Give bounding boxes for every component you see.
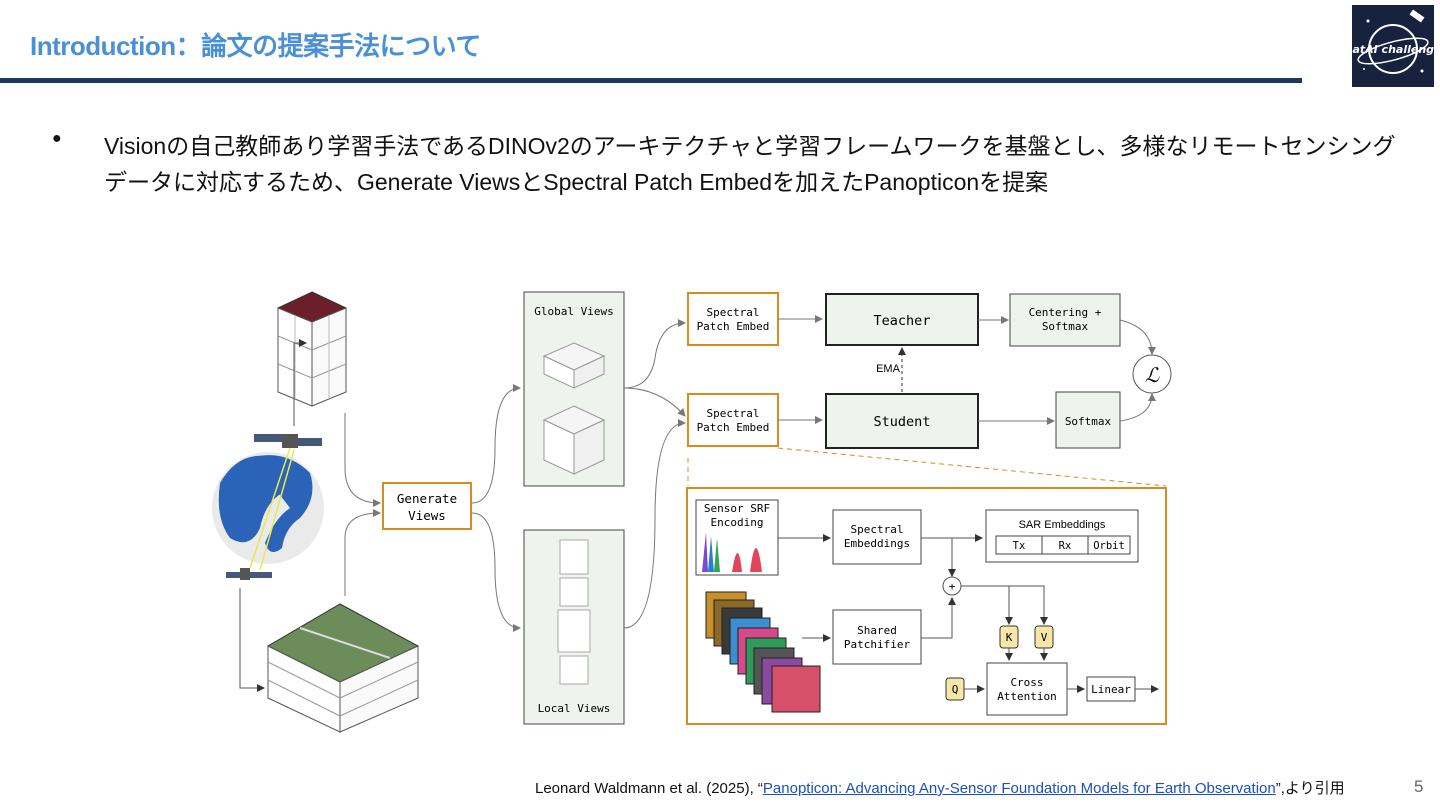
multispectral-image-stack-icon xyxy=(705,591,821,713)
sar-cell-tx: Tx xyxy=(1013,540,1026,552)
satellite-icon xyxy=(254,434,322,448)
satellite-icon xyxy=(226,568,272,580)
linear-box xyxy=(1086,676,1136,702)
sar-cell-rx: Rx xyxy=(1059,540,1072,552)
spectral-embeddings-label: Spectral xyxy=(851,523,904,536)
citation-prefix: Leonard Waldmann et al. (2025), “ xyxy=(535,780,763,797)
spectral-patch-embed-label: Spectral xyxy=(707,306,760,319)
sensor-srf-label: Encoding xyxy=(711,516,764,529)
panopticon-architecture-diagram: Generate Views Global Views Local Views … xyxy=(190,288,1180,738)
query-label: Q xyxy=(952,683,959,696)
local-view-cube-icon xyxy=(559,655,589,685)
student-box xyxy=(825,393,979,449)
student-label: Student xyxy=(874,414,931,430)
shared-patchifier-label: Patchifier xyxy=(844,638,911,651)
spectral-patch-embed-label: Patch Embed xyxy=(697,320,770,333)
page-number: 5 xyxy=(1414,777,1424,796)
local-views-label: Local Views xyxy=(538,702,611,715)
global-view-cube-icon xyxy=(542,405,606,475)
linear-label: Linear xyxy=(1091,683,1131,696)
cross-attention-label: Attention xyxy=(997,690,1057,703)
softmax-box xyxy=(1055,391,1121,449)
shared-patchifier-label: Shared xyxy=(857,624,897,637)
global-views-label: Global Views xyxy=(534,305,613,318)
spectral-patch-embed-label: Spectral xyxy=(707,407,760,420)
generate-views-box xyxy=(382,482,472,530)
value-label: V xyxy=(1041,631,1048,644)
paper-link[interactable]: Panopticon: Advancing Any-Sensor Foundat… xyxy=(762,780,1276,797)
loss-symbol: ℒ xyxy=(1145,363,1160,387)
centering-softmax-label: Centering + xyxy=(1029,306,1102,319)
earth-globe-icon xyxy=(212,447,324,571)
generate-views-label: Views xyxy=(408,508,446,523)
shared-patchifier-box xyxy=(832,609,922,665)
satellite-image-cube-icon xyxy=(276,291,348,407)
spectral-patch-embed-box xyxy=(687,393,779,447)
teacher-label: Teacher xyxy=(874,313,931,329)
spectral-curves-icon xyxy=(702,532,762,572)
local-view-cube-icon xyxy=(559,539,589,575)
global-view-cube-icon xyxy=(542,342,606,389)
spectral-patch-embed-box xyxy=(687,292,779,346)
bullet-text: Visionの自己教師あり学習手法であるDINOv2のアーキテクチャと学習フレー… xyxy=(104,133,1396,195)
slide-title: Introduction：論文の提案手法について xyxy=(30,31,481,61)
spectral-embeddings-label: Embeddings xyxy=(844,537,910,550)
cross-attention-box xyxy=(986,662,1068,716)
spectral-embeddings-box xyxy=(832,509,922,565)
sensor-srf-label: Sensor SRF xyxy=(704,502,770,515)
cross-attention-label: Cross xyxy=(1010,676,1043,689)
bullet-icon: ● xyxy=(52,130,62,147)
plus-symbol: + xyxy=(949,580,956,593)
logo-text: SatAI challenge xyxy=(1352,43,1434,56)
centering-softmax-box xyxy=(1009,293,1121,347)
local-view-cube-icon xyxy=(559,577,589,607)
local-view-cube-icon xyxy=(557,609,591,653)
loss-node xyxy=(1132,354,1172,394)
key-label: K xyxy=(1006,631,1013,644)
spectral-patch-embed-label: Patch Embed xyxy=(697,421,770,434)
satai-challenge-logo: SatAI challenge xyxy=(1345,5,1440,87)
title-underline xyxy=(0,78,1302,83)
citation-suffix: ”,より引用 xyxy=(1275,780,1345,797)
generate-views-label: Generate xyxy=(397,491,457,506)
softmax-label: Softmax xyxy=(1065,415,1112,428)
sar-embeddings-label: SAR Embeddings xyxy=(1019,519,1106,531)
sar-cell-orbit: Orbit xyxy=(1093,540,1125,552)
aerial-image-cube-icon xyxy=(266,603,420,733)
centering-softmax-label: Softmax xyxy=(1042,320,1089,333)
citation: Leonard Waldmann et al. (2025), “Panopti… xyxy=(535,777,1345,798)
ema-label: EMA xyxy=(876,363,901,375)
